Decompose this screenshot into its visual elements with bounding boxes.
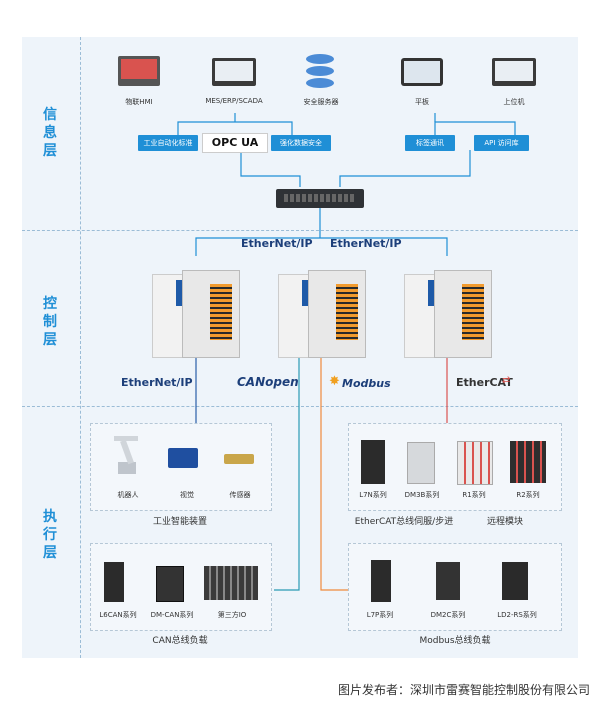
dmcan-drive-icon <box>156 566 184 602</box>
modbus-logo: Modbus <box>342 377 391 390</box>
r2-module-icon <box>510 441 546 483</box>
l6can-drive-icon <box>104 562 124 602</box>
l7p-label: L7P系列 <box>366 611 394 619</box>
dm2c-label: DM2C系列 <box>430 611 466 619</box>
robot-arm-icon <box>110 432 146 476</box>
upper-computer-label: 上位机 <box>503 98 525 106</box>
tablet-label: 平板 <box>415 98 429 106</box>
ld2rs-drive-icon <box>502 562 528 600</box>
r1-module-icon <box>457 441 493 485</box>
ld2rs-label: LD2-RS系列 <box>497 611 537 619</box>
hmi-label: 物联HMI <box>125 98 153 106</box>
l7n-label: L7N系列 <box>359 491 387 499</box>
modbus-star-icon: ✸ <box>329 374 340 389</box>
third-io-label: 第三方IO <box>217 611 247 619</box>
controller-2 <box>278 270 366 358</box>
dm3b-label: DM3B系列 <box>404 491 440 499</box>
third-party-io-icon <box>204 566 258 600</box>
layer-label-info: 信 息 层 <box>43 107 57 159</box>
l6can-label: L6CAN系列 <box>99 611 137 619</box>
canopen-logo: CANopen <box>237 375 299 389</box>
r2-label: R2系列 <box>516 491 540 499</box>
ethercat-servo-label: EtherCAT总线伺服/步进 <box>354 517 454 527</box>
mes-monitor-icon <box>212 58 256 86</box>
layer-divider-2 <box>22 406 578 407</box>
sensor-icon <box>224 454 254 464</box>
ethercat-logo: EtherCAT <box>456 376 513 389</box>
l7n-drive-icon <box>361 440 385 484</box>
upper-computer-icon <box>492 58 536 86</box>
can-group-label: CAN总线负载 <box>152 636 208 646</box>
dm2c-drive-icon <box>436 562 460 600</box>
dmcan-label: DM-CAN系列 <box>150 611 194 619</box>
ethernetip-logo-left: EtherNet/IP <box>241 237 313 250</box>
layer-label-control: 控 制 层 <box>43 296 57 348</box>
network-switch-icon <box>276 189 364 208</box>
vision-label: 视觉 <box>180 491 194 499</box>
ethercat-arrow-icon: ⇄ <box>502 375 511 386</box>
opc-ua-logo: OPC UA <box>202 133 268 153</box>
layer-divider-1 <box>22 230 578 231</box>
l7p-drive-icon <box>371 560 391 602</box>
dm3b-drive-icon <box>407 442 435 484</box>
modbus-group-label: Modbus总线负载 <box>419 636 491 646</box>
tablet-icon <box>401 58 443 86</box>
industrial-group-label: 工业智能装置 <box>152 517 207 527</box>
hmi-device-icon <box>118 56 160 86</box>
tag-comm-badge: 标签通讯 <box>405 135 455 151</box>
r1-label: R1系列 <box>462 491 486 499</box>
layer-label-exec: 执 行 层 <box>43 509 57 561</box>
sensor-label: 传感器 <box>229 491 251 499</box>
publisher-footer: 图片发布者：深圳市雷赛智能控制股份有限公司 <box>337 683 590 697</box>
mes-label: MES/ERP/SCADA <box>205 97 263 105</box>
robot-label: 机器人 <box>117 491 139 499</box>
controller-1 <box>152 270 240 358</box>
industrial-standard-badge: 工业自动化标准 <box>138 135 198 151</box>
ethernetip-logo-right: EtherNet/IP <box>330 237 402 250</box>
server-database-icon <box>306 54 334 88</box>
vision-camera-icon <box>168 448 198 468</box>
remote-module-label: 远程模块 <box>486 517 523 527</box>
api-badge: API 访问库 <box>474 135 529 151</box>
controller-3 <box>404 270 492 358</box>
ethernetip-logo-bottom: EtherNet/IP <box>121 376 193 389</box>
security-badge: 强化数据安全 <box>271 135 331 151</box>
layer-column-divider <box>80 37 81 658</box>
server-label: 安全服务器 <box>303 98 339 106</box>
